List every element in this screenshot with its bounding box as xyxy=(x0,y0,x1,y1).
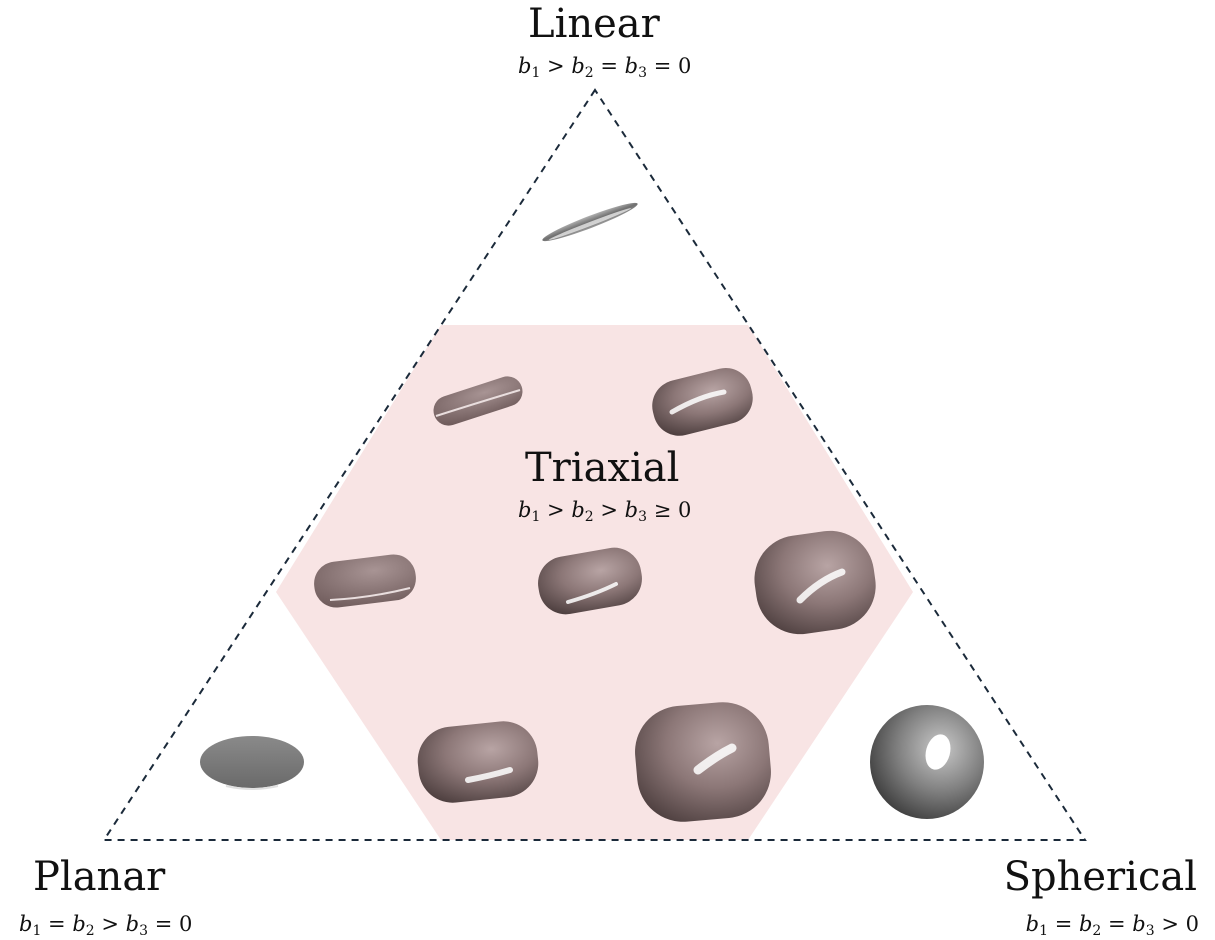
sphere-shape xyxy=(870,705,984,819)
triaxial-condition: b1 > b2 > b3 ≥ 0 xyxy=(518,498,692,525)
spherical-condition: b1 = b2 = b3 > 0 xyxy=(1025,912,1199,939)
disc-shape xyxy=(200,736,304,790)
medium-oval-shape xyxy=(538,547,642,615)
flat-oval-shape xyxy=(314,554,416,608)
cuboid-shape xyxy=(635,702,771,822)
flat-elongated-shape xyxy=(433,376,523,426)
ternary-triangle-edges xyxy=(102,88,1087,841)
rounded-block-shape xyxy=(417,721,539,803)
spherical-label: Spherical xyxy=(1003,854,1197,900)
needle-shape xyxy=(542,202,638,242)
thick-elongated-shape xyxy=(652,368,753,436)
large-rounded-shape xyxy=(754,530,876,635)
planar-label: Planar xyxy=(33,854,166,900)
linear-condition: b1 > b2 = b3 = 0 xyxy=(518,54,692,81)
triaxial-label: Triaxial xyxy=(525,445,680,491)
linear-label: Linear xyxy=(528,1,660,47)
planar-condition: b1 = b2 > b3 = 0 xyxy=(19,912,193,939)
